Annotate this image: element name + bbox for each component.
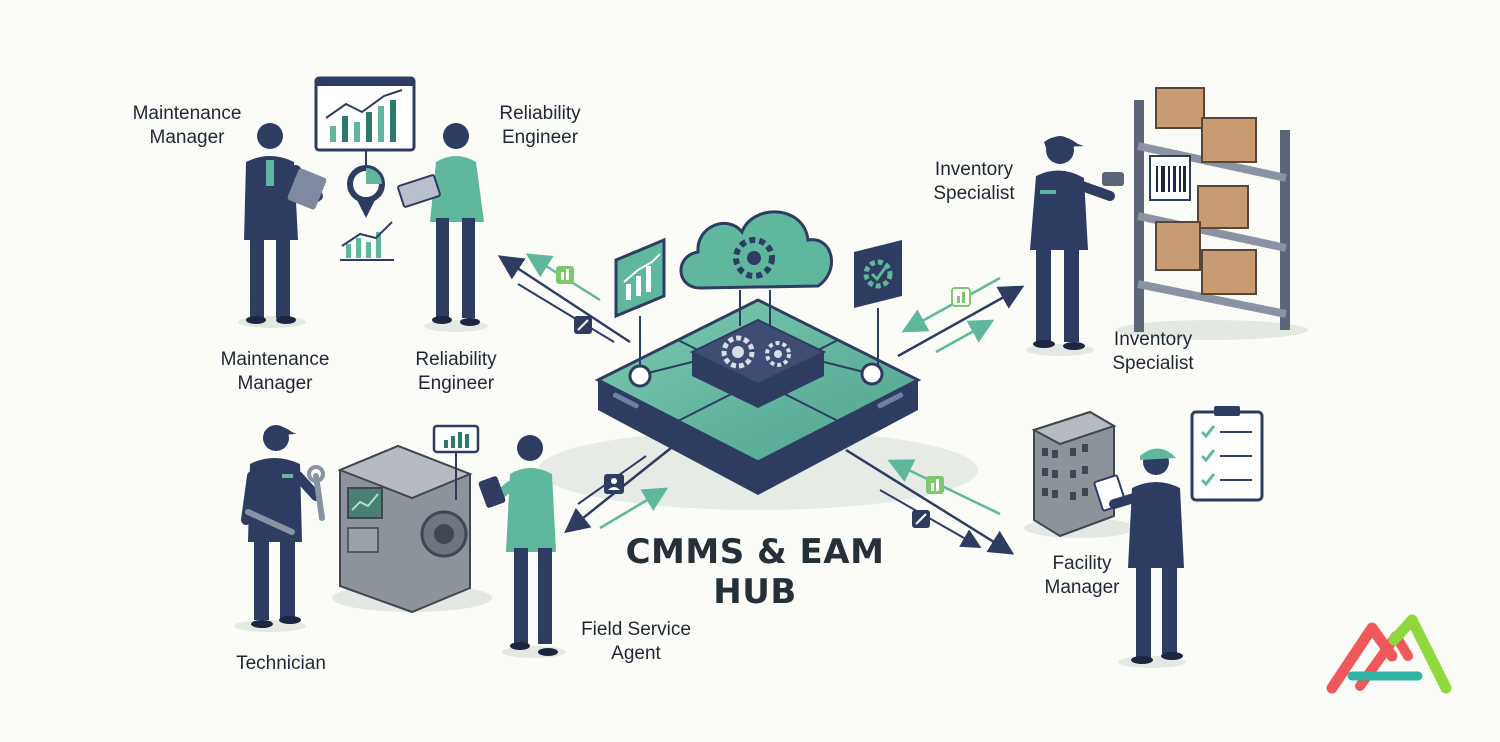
chart-icon <box>614 237 666 366</box>
label-line: Facility <box>1052 553 1112 574</box>
label-inventory-specialist-top: Inventory Specialist <box>910 158 1038 206</box>
hub-title: CMMS & EAM HUB <box>620 532 890 612</box>
label-line: Manager <box>149 127 225 148</box>
field-service-agent-figure <box>478 435 566 658</box>
barcode-icon <box>1156 166 1186 192</box>
bar-chart-icon <box>556 266 971 494</box>
label-line: Field Service <box>581 619 691 640</box>
label-maintenance-manager-top: Maintenance Manager <box>112 102 262 150</box>
label-line: Reliability <box>499 103 581 124</box>
label-inventory-specialist-bottom: Inventory Specialist <box>1088 328 1218 376</box>
inventory-specialist-figure <box>1026 136 1124 356</box>
analytics-monitor <box>314 76 416 261</box>
maintenance-manager-figure <box>238 123 327 328</box>
checklist-icon <box>1190 406 1264 502</box>
wrench-icon <box>245 465 325 535</box>
label-line: Specialist <box>933 183 1015 204</box>
label-line: Engineer <box>501 127 579 148</box>
hub-title-line: HUB <box>713 572 797 612</box>
label-technician: Technician <box>216 652 346 676</box>
box-icon <box>1155 87 1257 295</box>
label-line: Reliability <box>415 349 497 370</box>
label-field-service-agent: Field Service Agent <box>566 618 706 666</box>
facility-manager-figure <box>1093 448 1186 668</box>
flow-arrows <box>497 253 1025 555</box>
reliability-engineer-figure <box>397 123 488 332</box>
label-facility-manager: Facility Manager <box>1022 552 1142 600</box>
technician-figure <box>234 425 325 632</box>
label-line: Engineer <box>417 373 495 394</box>
shield-gear-icon <box>854 240 902 366</box>
label-line: Technician <box>236 653 326 674</box>
user-icon <box>604 474 624 494</box>
label-line: Specialist <box>1112 353 1194 374</box>
shelving-unit <box>1116 87 1308 340</box>
label-line: Inventory <box>934 159 1014 180</box>
brand-logo-icon <box>1326 614 1452 694</box>
gears-icon <box>721 335 791 369</box>
label-line: Manager <box>1044 577 1120 598</box>
label-line: Maintenance <box>220 349 330 370</box>
tool-icon <box>574 316 930 528</box>
label-maintenance-manager-bottom: Maintenance Manager <box>200 348 350 396</box>
label-line: Manager <box>237 373 313 394</box>
label-line: Maintenance <box>132 103 242 124</box>
hub-title-line: CMMS & EAM <box>625 532 885 572</box>
label-line: Inventory <box>1113 329 1193 350</box>
label-line: Agent <box>611 643 661 664</box>
building-icon <box>1024 410 1136 538</box>
cnc-machine <box>332 444 492 614</box>
label-reliability-engineer-bottom: Reliability Engineer <box>386 348 526 396</box>
label-reliability-engineer-top: Reliability Engineer <box>470 102 610 150</box>
machine-chart-icon <box>432 424 480 454</box>
cloud-gear-icon <box>679 210 833 326</box>
